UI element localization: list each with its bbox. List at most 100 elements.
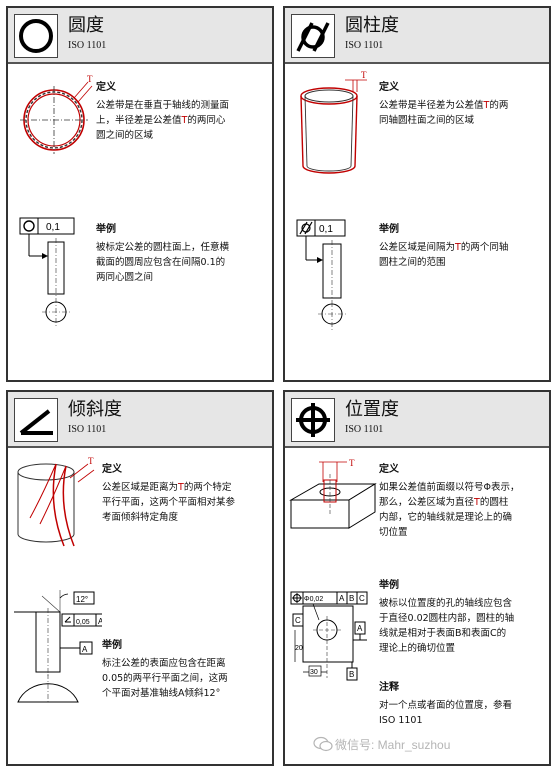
text-segment: 的两个特定	[183, 482, 232, 493]
text-segment: 圆之间的区域	[96, 130, 154, 141]
text-line: 平行平面，这两个平面相对某参	[102, 495, 235, 510]
tolerance-symbol: T	[181, 115, 188, 126]
datum-ref: A	[82, 645, 88, 654]
standard-ref: ISO 1101	[345, 424, 384, 435]
text-segment: 被标以位置度的孔的轴线应包含	[379, 598, 513, 609]
tolerance-symbol: T	[455, 242, 461, 253]
text-segment: 两同心圆之间	[96, 272, 154, 283]
text-segment: 公差区域是距离为	[102, 482, 179, 493]
text-line: 如果公差值前面缀以符号Φ表示，	[379, 480, 519, 495]
example-text: 被标定公差的圆柱面上，任意横截面的圆周应包含在间隔0.1的两同心圆之间	[96, 240, 229, 285]
angularity-card: 倾斜度 ISO 1101 T 定义 公差区域是距离为T的两个特定平行平面，这两个…	[6, 390, 274, 766]
cylindricity-example-drawing: 0,1	[296, 219, 346, 330]
text-segment: 公差区域是间隔为	[379, 242, 456, 253]
watermark-text: 微信号: Mahr_suzhou	[335, 738, 451, 752]
text-segment: 对一个点或者面的位置度，参看	[379, 700, 513, 711]
example-label: 举例	[102, 640, 122, 651]
text-segment: 内部，它的轴线就是理论上的确	[379, 512, 513, 523]
datum-c-letter: C	[359, 594, 365, 603]
card-title: 圆柱度	[345, 15, 399, 36]
text-line: 考面倾斜特定角度	[102, 510, 235, 525]
card-header: 圆度 ISO 1101	[8, 8, 272, 64]
text-segment: 圆柱之间的范围	[379, 257, 446, 268]
dim-t-label: T	[88, 456, 94, 466]
roundness-example-drawing: 0,1	[19, 217, 75, 328]
cylindricity-definition-illustration: T	[300, 70, 367, 174]
text-line: 个平面对基准轴线A倾斜12°	[102, 686, 228, 701]
tolerance-value: Φ0,02	[304, 596, 323, 603]
text-line: 线就是相对于表面B和表面C的	[379, 626, 514, 641]
definition-label: 定义	[96, 82, 116, 93]
text-segment: 的两个同轴	[460, 242, 509, 253]
symbol-box	[14, 398, 58, 442]
text-line: 对一个点或者面的位置度，参看	[379, 698, 512, 713]
definition-label: 定义	[102, 464, 122, 475]
tolerance-symbol: T	[178, 482, 184, 493]
card-header: 倾斜度 ISO 1101	[8, 392, 272, 448]
example-label: 举例	[96, 224, 116, 235]
card-title: 位置度	[345, 399, 399, 420]
tolerance-symbol: T	[474, 497, 480, 508]
card-title: 圆度	[68, 15, 104, 36]
tolerance-symbol: T	[483, 100, 490, 111]
position-definition-illustration: T	[289, 458, 377, 529]
position-example-drawing: Φ0,02 A B C C A 20 30 B	[290, 591, 368, 681]
text-segment: 平行平面，这两个平面相对某参	[102, 497, 236, 508]
text-segment: 考面倾斜特定角度	[102, 512, 179, 523]
text-segment: 的两	[489, 100, 509, 111]
text-segment: 于直径0.02圆柱内部，圆柱的轴	[379, 613, 515, 624]
text-segment: 同轴圆柱面之间的区域	[379, 115, 475, 126]
text-segment: 那么，公差区域为直径	[379, 497, 475, 508]
symbol-box	[291, 398, 335, 442]
definition-text: 公差区域是距离为T的两个特定平行平面，这两个平面相对某参考面倾斜特定角度	[102, 480, 235, 525]
text-segment: ISO 1101	[379, 715, 423, 726]
text-segment: 被标定公差的圆柱面上，任意横	[96, 242, 230, 253]
datum-b-ref: B	[349, 670, 354, 679]
position-card: 位置度 ISO 1101 T 定义 如果公差值前面缀以符号Φ表示，那么，公差区域…	[283, 390, 551, 766]
text-line: 圆之间的区域	[96, 128, 229, 143]
definition-label: 定义	[379, 82, 399, 93]
text-line: 内部，它的轴线就是理论上的确	[379, 510, 519, 525]
roundness-symbol-icon	[19, 19, 53, 53]
definition-text: 公差带是半径差为公差值T的两同轴圆柱面之间的区域	[379, 98, 508, 128]
angularity-definition-illustration: T	[17, 456, 95, 547]
roundness-card: 圆度 ISO 1101 T 定义 公差带是在垂直于轴线的测量面上，半径差是公差值…	[6, 6, 274, 382]
text-line: 0.05的两平行平面之间，这两	[102, 671, 228, 686]
example-text: 公差区域是间隔为T的两个同轴圆柱之间的范围	[379, 240, 508, 270]
text-line: 被标以位置度的孔的轴线应包含	[379, 596, 514, 611]
text-segment: 个平面对基准轴线A倾斜12°	[102, 688, 221, 699]
text-line: 标注公差的表面应包含在距离	[102, 656, 228, 671]
tolerance-value: 0,1	[319, 224, 333, 235]
text-segment: 上，半径差是公差值	[96, 115, 182, 126]
dim-20: 20	[295, 645, 303, 652]
datum-c-ref: C	[295, 616, 301, 625]
tolerance-value: 0,1	[46, 222, 60, 233]
symbol-box	[291, 14, 335, 58]
text-line: 于直径0.02圆柱内部，圆柱的轴	[379, 611, 514, 626]
datum-a-letter: A	[339, 594, 345, 603]
text-segment: 切位置	[379, 527, 408, 538]
text-line: ISO 1101	[379, 713, 512, 728]
datum-a-ref: A	[357, 624, 363, 633]
roundness-definition-illustration: T	[20, 74, 93, 154]
standard-ref: ISO 1101	[345, 40, 384, 51]
definition-text: 公差带是在垂直于轴线的测量面上，半径差是公差值T的两同心圆之间的区域	[96, 98, 229, 143]
dim-30: 30	[310, 669, 318, 676]
card-title: 倾斜度	[68, 399, 122, 420]
cylindricity-symbol-icon	[296, 22, 330, 52]
standard-ref: ISO 1101	[68, 40, 107, 51]
dim-t-label: T	[349, 458, 355, 468]
datum-letter: A	[98, 617, 102, 626]
text-segment: 的两同心	[187, 115, 226, 126]
text-line: 公差区域是间隔为T的两个同轴	[379, 240, 508, 255]
example-label: 举例	[379, 224, 399, 235]
definition-text: 如果公差值前面缀以符号Φ表示，那么，公差区域为直径T的圆柱内部，它的轴线就是理论…	[379, 480, 519, 540]
position-symbol-icon	[296, 403, 330, 437]
card-header: 位置度 ISO 1101	[285, 392, 549, 448]
angle-value: 12°	[76, 595, 88, 604]
dim-t-label: T	[361, 70, 367, 80]
angularity-example-drawing: 12° 0,05 A A	[14, 590, 102, 704]
text-line: 那么，公差区域为直径T的圆柱	[379, 495, 519, 510]
example-label: 举例	[379, 580, 399, 591]
